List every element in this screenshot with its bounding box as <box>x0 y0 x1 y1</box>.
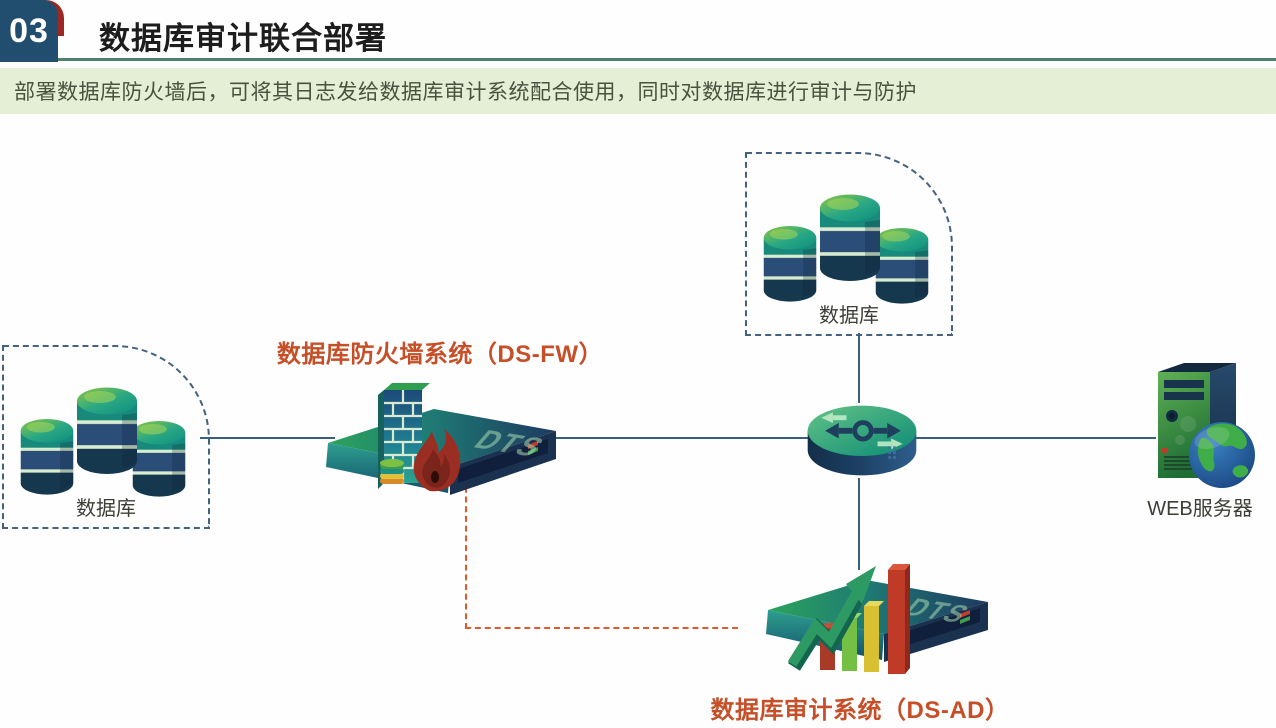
bar-chart-tall-bar <box>888 564 910 674</box>
link-dbleft-firewall <box>200 437 335 439</box>
globe-icon <box>1189 422 1255 488</box>
database-group-top: 数据库 <box>745 152 953 336</box>
database-icon <box>817 190 883 286</box>
description-banner: 部署数据库防火墙后，可将其日志发给数据库审计系统配合使用，同时对数据库进行审计与… <box>0 68 1276 114</box>
database-icon <box>761 222 819 306</box>
database-top-label: 数据库 <box>819 305 879 327</box>
firewall-appliance-icon: DTS <box>326 383 556 495</box>
flame-icon <box>413 429 461 492</box>
web-server-label: WEB服务器 <box>1147 498 1253 520</box>
description-text: 部署数据库防火墙后，可将其日志发给数据库审计系统配合使用，同时对数据库进行审计与… <box>14 81 917 104</box>
web-server-icon <box>1158 363 1255 488</box>
log-flow-dashed-vertical <box>465 477 467 629</box>
audit-appliance-icon: DTS <box>766 564 988 674</box>
section-number: 03 <box>9 11 49 50</box>
section-number-badge: 03 <box>0 0 58 62</box>
router-icon <box>807 405 917 476</box>
link-dbtop-router <box>858 333 860 403</box>
database-group-left: 数据库 <box>2 345 210 529</box>
database-icon <box>74 383 140 479</box>
link-router-audit <box>858 478 860 570</box>
growth-arrow-icon <box>787 566 876 671</box>
database-left-label: 数据库 <box>76 498 136 520</box>
header-rule <box>0 58 1276 61</box>
firewall-label: 数据库防火墙系统（DS-FW） <box>276 341 604 368</box>
page-title: 数据库审计联合部署 <box>99 21 387 56</box>
audit-label: 数据库审计系统（DS-AD） <box>710 697 1010 724</box>
database-icon <box>18 415 76 499</box>
bucket-icon <box>380 459 404 484</box>
log-flow-dashed-horizontal <box>465 627 738 629</box>
